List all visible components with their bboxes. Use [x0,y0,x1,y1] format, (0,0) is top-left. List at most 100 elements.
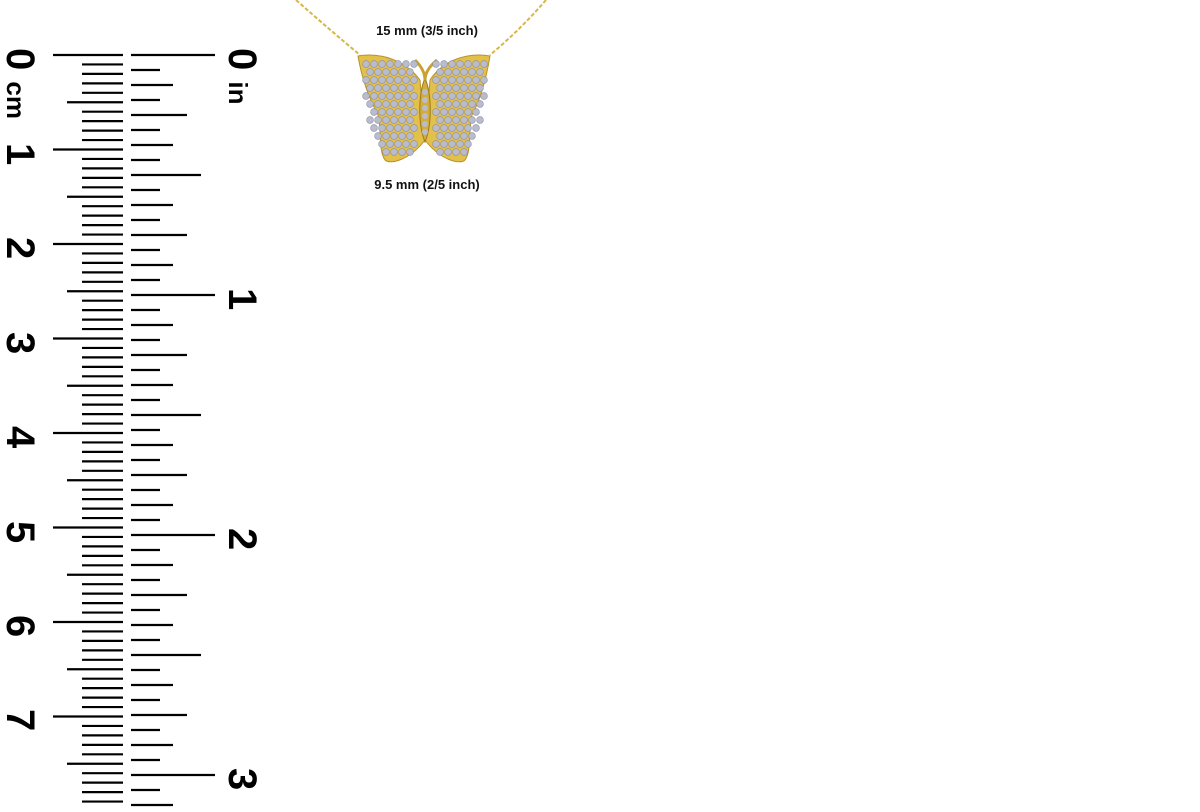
diamond-stone [480,60,488,68]
diamond-stone [452,148,460,156]
diamond-stone [366,68,374,76]
diamond-stone [448,60,456,68]
diamond-stone [382,68,390,76]
diamond-stone [406,116,414,124]
in-unit-label: in [223,81,253,105]
diamond-stone [370,76,378,84]
diamond-stone [398,84,406,92]
diamond-stone [472,60,480,68]
diamond-stone [394,140,402,148]
diamond-stone [366,100,374,108]
diamond-stone [440,76,448,84]
diamond-stone [422,129,428,135]
diamond-stone [472,92,480,100]
diamond-stone [452,68,460,76]
diamond-stone [476,100,484,108]
diamond-stone [422,89,428,95]
diamond-stone [410,140,418,148]
cm-label-5: 5 [0,521,42,544]
diamond-stone [440,108,448,116]
diamond-stone [480,92,488,100]
chain-left [295,0,361,56]
height-dimension-label: 9.5 mm (2/5 inch) [374,177,480,192]
diamond-stone [402,124,410,132]
diamond-stone [378,92,386,100]
diamond-stone [452,84,460,92]
diamond-stone [460,148,468,156]
diamond-stone [468,132,476,140]
diamond-stone [468,116,476,124]
diamond-stone [440,60,448,68]
diamond-stone [472,76,480,84]
diamond-stone [362,92,370,100]
diamond-stone [444,132,452,140]
in-label-3: 3 [220,768,264,791]
diamond-stone [422,113,428,119]
diamond-stone [448,76,456,84]
diamond-stone [398,148,406,156]
diamond-stone [436,116,444,124]
diamond-stone [382,84,390,92]
diamond-stone [444,116,452,124]
diamond-stone [410,92,418,100]
diamond-stone [366,84,374,92]
diamond-stone [456,76,464,84]
diamond-stone [386,92,394,100]
diamond-stone [402,140,410,148]
diamond-stone [460,132,468,140]
diamond-stone [382,116,390,124]
diamond-stone [406,100,414,108]
ruler-ticks [53,53,215,807]
diamond-stone [464,60,472,68]
diamond-stone [386,60,394,68]
diamond-stone [468,84,476,92]
diamond-stone [464,76,472,84]
diamond-stone [476,116,484,124]
diamond-stone [378,108,386,116]
diamond-stone [444,68,452,76]
diamond-stone [432,140,440,148]
diamond-stone [460,84,468,92]
diamond-stone [398,132,406,140]
diamond-stone [366,116,374,124]
diamond-stone [398,68,406,76]
diamond-stone [374,132,382,140]
diamond-stone [432,92,440,100]
diamond-stone [448,140,456,148]
diamond-stone [456,124,464,132]
cm-label-2: 2 [0,237,42,260]
in-label-1: 1 [220,288,264,311]
diamond-stone [464,92,472,100]
butterfly-necklace-image [295,0,547,163]
diamond-stone [452,132,460,140]
diamond-stone [394,60,402,68]
diamond-stone [382,100,390,108]
diamond-stone [370,108,378,116]
diamond-stone [480,76,488,84]
diamond-stone [410,76,418,84]
diamond-stone [374,116,382,124]
chain-right [489,0,547,56]
diamond-stone [468,100,476,108]
diamond-stone [460,116,468,124]
cm-label-4: 4 [0,426,42,449]
diamond-stone [374,100,382,108]
diamond-stone [432,108,440,116]
diamond-stone [444,100,452,108]
diamond-stone [406,132,414,140]
diamond-stone [444,84,452,92]
diamond-stone [448,108,456,116]
diamond-stone [410,108,418,116]
diamond-stone [378,60,386,68]
diamond-stone [460,68,468,76]
diamond-stone [464,108,472,116]
diamond-stone [378,140,386,148]
diamond-stone [362,60,370,68]
diamond-stone [456,60,464,68]
diamond-stone [456,92,464,100]
diamond-stone [456,140,464,148]
diamond-stone [432,124,440,132]
diamond-stone [390,84,398,92]
diamond-stone [362,76,370,84]
antennae [413,58,438,81]
